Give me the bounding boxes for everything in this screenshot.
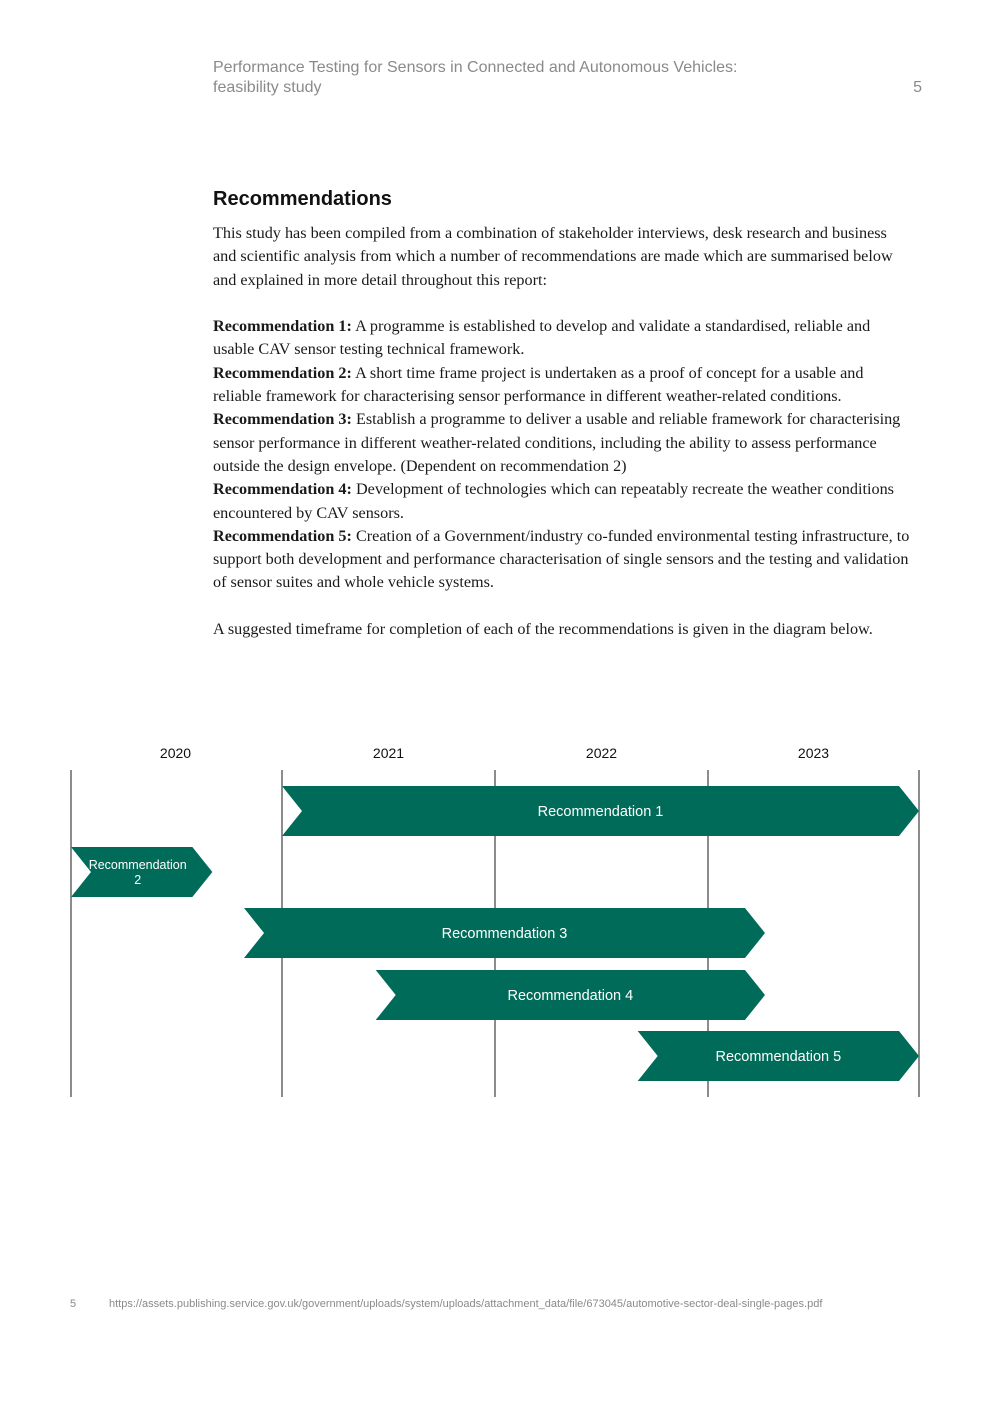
footnote-url: https://assets.publishing.service.gov.uk…: [109, 1298, 823, 1310]
timeline-bar-1: Recommendation 1: [282, 786, 919, 836]
recommendation-text: Development of technologies which can re…: [213, 480, 894, 522]
recommendation-item-2: Recommendation 2: A short time frame pro…: [213, 362, 913, 409]
timeline-bar-label: 2: [134, 873, 141, 887]
year-label-2021: 2021: [373, 745, 404, 761]
timeline-bar-shape: [282, 786, 919, 836]
recommendation-label: Recommendation 4:: [213, 480, 352, 499]
timeline-bar-shape: [71, 847, 213, 897]
year-label-2020: 2020: [160, 745, 191, 761]
timeline-bar-label: Recommendation: [89, 858, 187, 872]
footnote-number: 5: [70, 1298, 77, 1310]
timeline-bar-label: Recommendation 5: [715, 1049, 841, 1065]
timeline-bar-shape: [244, 908, 765, 958]
recommendation-text: Establish a programme to deliver a usabl…: [213, 410, 901, 475]
timeline-bar-label: Recommendation 4: [507, 988, 633, 1004]
page-number: 5: [913, 79, 922, 96]
running-header: Performance Testing for Sensors in Conne…: [213, 58, 737, 98]
recommendation-item-3: Recommendation 3: Establish a programme …: [213, 408, 913, 478]
intro-paragraph: This study has been compiled from a comb…: [213, 224, 893, 289]
year-label-2022: 2022: [586, 745, 617, 761]
timeline-bar-shape: [637, 1031, 919, 1081]
timeline-bar-label: Recommendation 3: [442, 926, 568, 942]
recommendation-item-4: Recommendation 4: Development of technol…: [213, 478, 913, 525]
timeline-bar-shape: [375, 970, 765, 1020]
recommendation-item-5: Recommendation 5: Creation of a Governme…: [213, 525, 913, 595]
recommendation-text: A programme is established to develop an…: [213, 317, 871, 359]
recommendation-text: A short time frame project is undertaken…: [213, 363, 864, 406]
timeline-bar-4: Recommendation 4: [375, 970, 765, 1020]
recommendation-text: Creation of a Government/industry co-fun…: [213, 526, 910, 592]
recommendation-item-1: Recommendation 1: A programme is establi…: [213, 315, 913, 362]
running-header-line-1: Performance Testing for Sensors in Conne…: [213, 59, 738, 76]
timeline-bar-5: Recommendation 5: [637, 1031, 919, 1081]
running-header-line-2: feasibility study: [213, 79, 322, 96]
recommendation-label: Recommendation 5:: [213, 526, 352, 545]
closing-paragraph: A suggested timeframe for completion of …: [213, 620, 873, 639]
section-body: This study has been compiled from a comb…: [213, 222, 913, 641]
section-heading: Recommendations: [213, 188, 392, 210]
recommendation-label: Recommendation 1:: [213, 317, 352, 336]
timeline-bar-label: Recommendation 1: [538, 804, 664, 820]
year-label-2023: 2023: [798, 745, 829, 761]
timeline-bar-3: Recommendation 3: [244, 908, 765, 958]
recommendation-label: Recommendation 2:: [213, 363, 352, 382]
recommendation-label: Recommendation 3:: [213, 410, 352, 429]
